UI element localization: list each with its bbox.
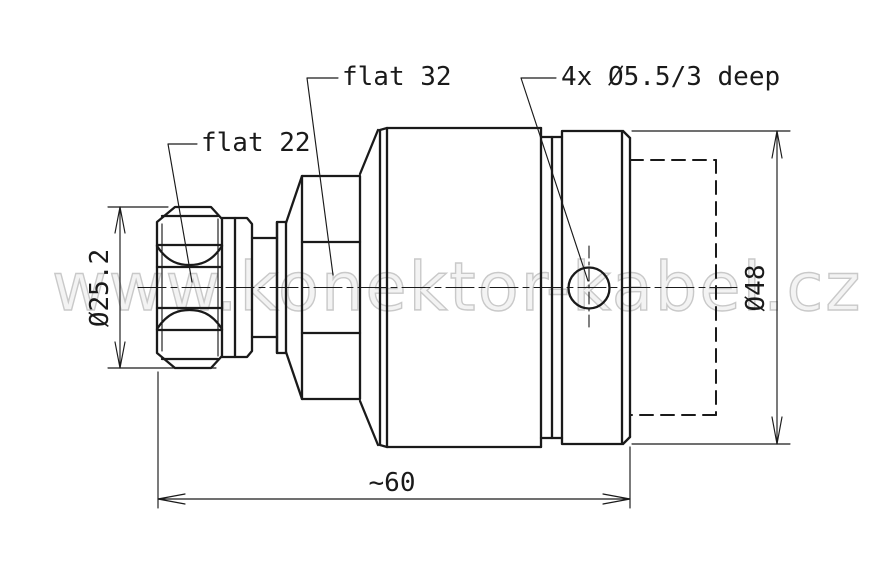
hex-section: [284, 174, 362, 401]
dimension-flange-diameter: [631, 130, 791, 445]
groove-ring: [539, 135, 564, 440]
mounting-flange: [560, 129, 624, 446]
arrowhead-down: [114, 341, 126, 369]
label-flat-22: flat 22: [201, 128, 311, 158]
leader-holes: [520, 77, 589, 282]
arrowhead-up: [771, 130, 783, 159]
neck: [250, 236, 279, 339]
dimension-nut-diameter: [107, 206, 217, 369]
leader-flat-32: [306, 77, 339, 276]
leader-flat-22: [167, 143, 198, 283]
dim-text-flange-diameter: Ø48: [741, 264, 771, 312]
label-flat-32: flat 32: [342, 62, 452, 92]
dim-text-nut-diameter: Ø25.2: [85, 248, 115, 328]
arrowhead-down: [771, 416, 783, 445]
dim-text-overall-length: ~60: [368, 468, 416, 498]
rear-ring: [621, 129, 632, 446]
label-holes: 4x Ø5.5/3 deep: [561, 62, 781, 92]
body-cone: [358, 126, 389, 449]
hidden-rear-outline: [629, 159, 717, 416]
main-body: [385, 126, 543, 449]
collar-ring: [220, 216, 254, 359]
dimension-overall-length: [157, 371, 631, 509]
arrowhead-up: [114, 206, 126, 234]
arrowhead-right: [602, 493, 631, 505]
arrowhead-left: [157, 493, 186, 505]
